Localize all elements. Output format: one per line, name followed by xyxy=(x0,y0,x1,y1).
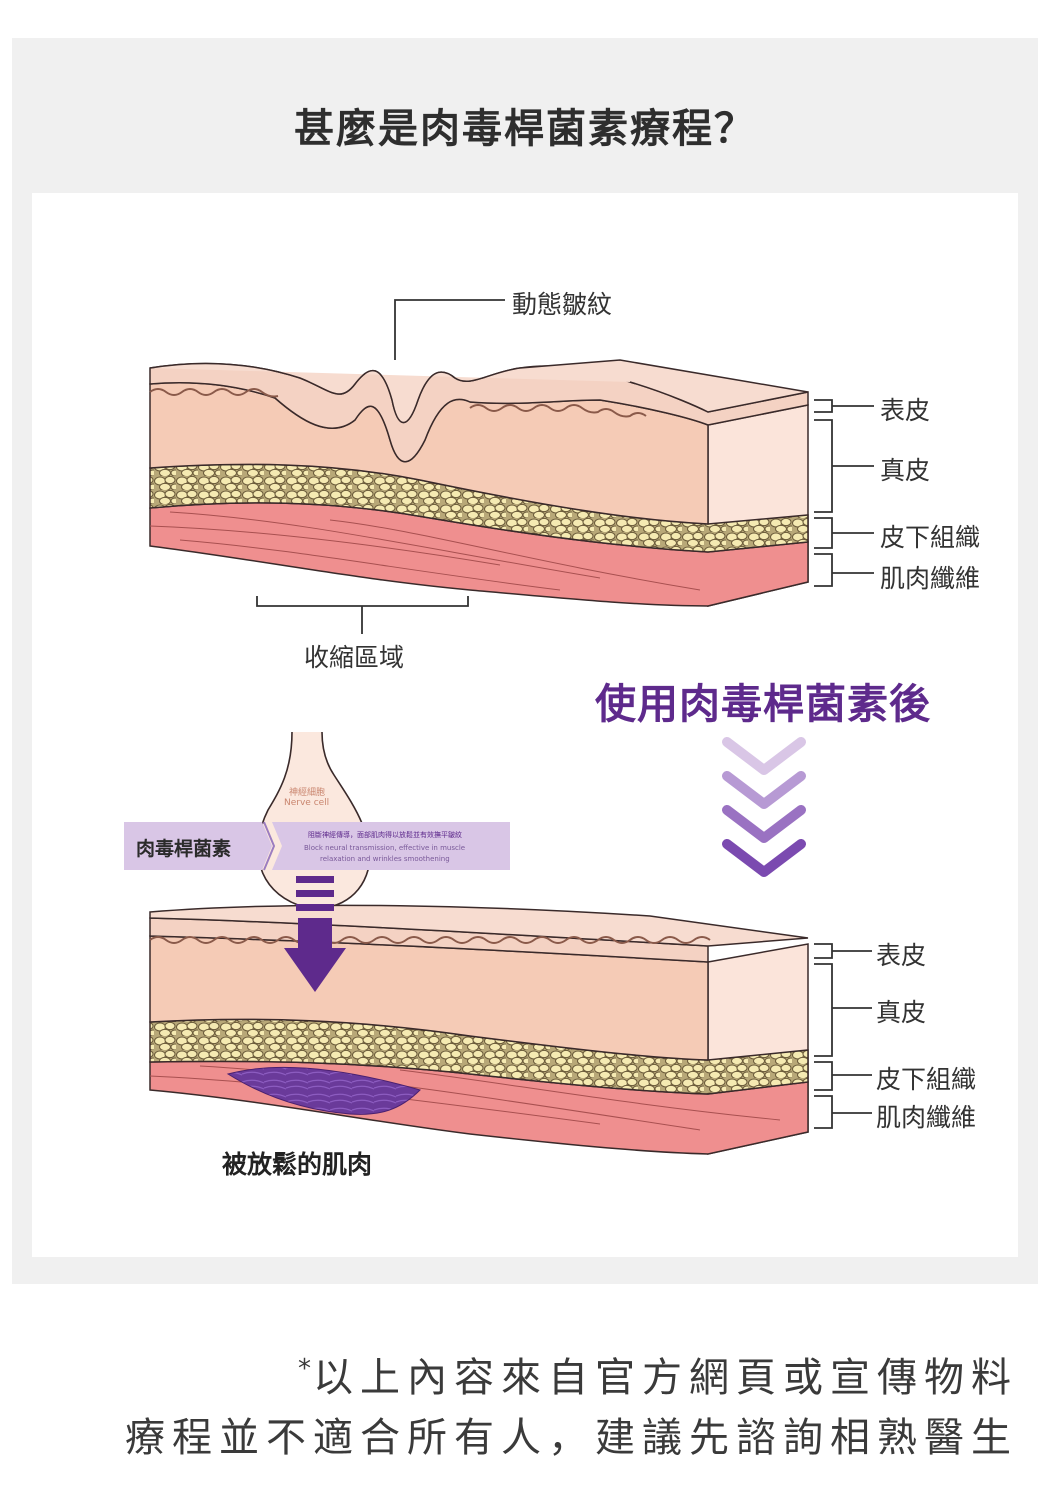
wrinkle-pointer-line xyxy=(394,299,505,360)
botox-tag-bg xyxy=(124,822,272,870)
before-layer-epidermis: 表皮 xyxy=(880,396,931,425)
contraction-label: 收縮區域 xyxy=(304,643,405,672)
before-layer-subcutaneous: 皮下組織 xyxy=(880,523,981,552)
down-chevrons xyxy=(722,737,806,877)
before-skin-block xyxy=(149,359,809,607)
relaxed-muscle-label: 被放鬆的肌肉 xyxy=(222,1150,373,1179)
before-layer-dermis: 真皮 xyxy=(880,456,931,485)
after-layer-muscle: 肌肉纖維 xyxy=(876,1103,977,1132)
before-layer-brackets xyxy=(814,399,874,587)
after-layer-subcutaneous: 皮下組織 xyxy=(876,1065,977,1094)
info-tag-bg xyxy=(272,822,510,870)
info-text-en-1: Block neural transmission, effective in … xyxy=(304,844,466,852)
botox-tag: 肉毒桿菌素 xyxy=(124,822,272,870)
disclaimer-line-2: 療程並不適合所有人，建議先諮詢相熟醫生 xyxy=(125,1415,1018,1461)
info-tag: 阻斷神經傳導，面部肌肉得以放鬆並有效撫平皺紋 Block neural tran… xyxy=(270,822,510,870)
info-text-en-2: relaxation and wrinkles smoothening xyxy=(320,855,450,863)
after-title: 使用肉毒桿菌素後 xyxy=(595,680,931,728)
relaxed-muscle-area xyxy=(226,1066,421,1115)
nerve-cell-label-en: Nerve cell xyxy=(284,798,330,808)
after-layer-brackets xyxy=(814,943,872,1129)
signal-arrow xyxy=(284,876,346,992)
info-text-zh: 阻斷神經傳導，面部肌肉得以放鬆並有效撫平皺紋 xyxy=(308,831,462,839)
disclaimer-line-1: *以上內容來自官方網頁或宣傳物料 xyxy=(298,1354,1018,1401)
after-skin-block xyxy=(149,904,809,1155)
wrinkle-label: 動態皺紋 xyxy=(512,290,613,319)
before-layer-muscle: 肌肉纖維 xyxy=(880,564,981,593)
contraction-bracket xyxy=(256,596,469,634)
botox-label: 肉毒桿菌素 xyxy=(136,838,232,860)
nerve-cell-label-zh: 神經細胞 xyxy=(289,788,326,798)
after-layer-epidermis: 表皮 xyxy=(876,941,927,970)
after-layer-dermis: 真皮 xyxy=(876,998,927,1027)
asterisk: * xyxy=(298,1354,313,1384)
page-title: 甚麼是肉毒桿菌素療程？ xyxy=(294,106,756,152)
